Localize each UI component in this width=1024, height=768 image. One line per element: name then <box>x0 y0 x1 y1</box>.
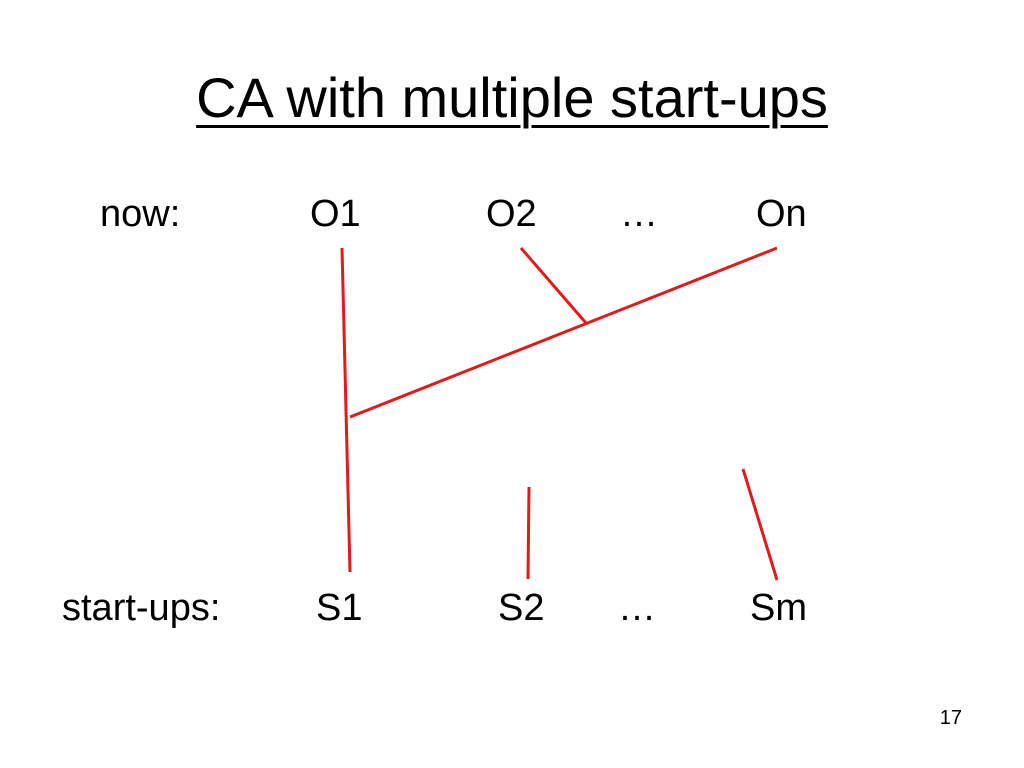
startups-ellipsis: … <box>618 587 656 629</box>
line-o2-to-merge <box>519 247 588 324</box>
line-s2-stub <box>526 486 531 580</box>
page-number: 17 <box>939 707 962 729</box>
node-o1: O1 <box>310 193 361 235</box>
node-sm: Sm <box>750 587 807 629</box>
node-s1: S1 <box>316 587 363 629</box>
line-merge-to-o1-branch <box>349 246 778 419</box>
slide-title: CA with multiple start-ups <box>196 66 828 129</box>
now-row-label: now: <box>100 193 181 235</box>
line-o1-to-s1 <box>340 247 352 573</box>
line-sm-stub <box>741 468 779 581</box>
node-on: On <box>756 193 807 235</box>
node-o2: O2 <box>486 193 537 235</box>
node-s2: S2 <box>498 587 545 629</box>
now-ellipsis: … <box>620 193 658 235</box>
startups-row-label: start-ups: <box>62 587 221 629</box>
